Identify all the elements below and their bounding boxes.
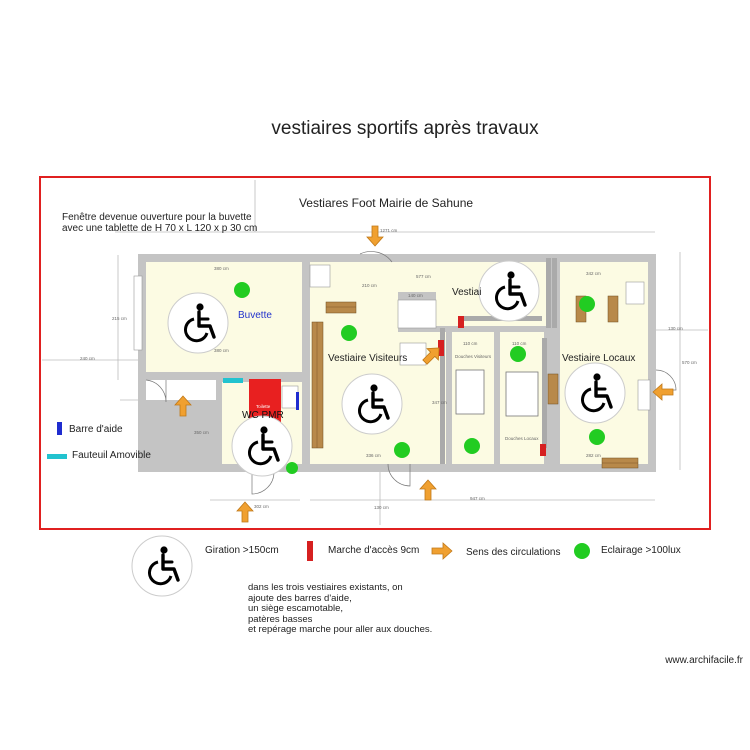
room-label-vestiaire-partial: Vestiai xyxy=(452,287,482,298)
dim-total-width: 1271 cm xyxy=(380,228,398,233)
step-markers xyxy=(438,316,546,456)
dim-locaux-top: 342 cm xyxy=(586,271,601,276)
lights xyxy=(234,282,605,474)
dim-douche-1: 110 cm xyxy=(463,341,478,346)
footer-credit: www.archifacile.fr xyxy=(665,655,743,666)
dim-small-2: 140 cm xyxy=(408,293,423,298)
wheelchair-icon xyxy=(166,291,230,355)
legend-giration-label: Giration >150cm xyxy=(205,545,279,556)
wheelchair-icon xyxy=(340,372,404,436)
arrow-icon xyxy=(419,479,437,501)
dim-right-height: 570 cm xyxy=(682,360,697,365)
room-label-visiteurs: Vestiaire Visiteurs xyxy=(328,353,408,364)
dim-left-height: 215 cm xyxy=(112,316,127,321)
room-label-locaux: Vestiaire Locaux xyxy=(562,353,636,364)
page-title: vestiaires sportifs après travaux xyxy=(271,118,539,139)
legend-light-swatch xyxy=(574,543,590,559)
dim-buvette-bottom: 380 cm xyxy=(214,348,229,353)
room-label-douche-locaux: Douches Locaux xyxy=(505,436,539,441)
room-label-wc: WC PMR xyxy=(242,410,284,421)
legend-arrow-label: Sens des circulations xyxy=(466,547,561,558)
site-border xyxy=(39,176,711,530)
arrow-icon xyxy=(236,501,254,523)
dim-locaux-bottom: 282 cm xyxy=(586,453,601,458)
legend-fauteuil-swatch xyxy=(47,454,67,459)
legend-step-swatch xyxy=(307,541,313,561)
legend-barre-swatch xyxy=(57,422,62,435)
window-note: Fenêtre devenue ouverture pour la buvett… xyxy=(62,212,258,234)
legend-barre-label: Barre d'aide xyxy=(69,424,123,435)
wheelchair-icon xyxy=(130,534,194,598)
legend-fauteuil-label: Fauteuil Amovible xyxy=(72,450,151,461)
dim-visiteurs-top: 577 cm xyxy=(416,274,431,279)
dim-buvette-top: 380 cm xyxy=(214,266,229,271)
dim-douche-2: 110 cm xyxy=(512,341,527,346)
bottom-note: dans les trois vestiaires existants, on … xyxy=(248,582,433,635)
dim-small-1: 210 cm xyxy=(362,283,377,288)
dim-v-2: 350 cm xyxy=(194,430,209,435)
legend-step-label: Marche d'accès 9cm xyxy=(328,545,420,556)
dim-v-3: 130 cm xyxy=(374,505,389,510)
wheelchair-icon xyxy=(563,361,627,425)
wheelchair-icon xyxy=(230,414,294,478)
legend-light-label: Eclairage >100lux xyxy=(601,545,681,556)
plan-title: Vestiares Foot Mairie de Sahune xyxy=(298,196,474,210)
room-label-douche-visiteurs: Douches Visiteurs xyxy=(455,354,492,359)
dim-v-1: 347 cm xyxy=(432,400,447,405)
dim-visiteurs-bottom: 336 cm xyxy=(366,453,381,458)
dim-right-ext: 130 cm xyxy=(668,326,683,331)
dim-width-bottom: 947 cm xyxy=(470,496,485,501)
wc-sign-text: Toilette xyxy=(256,404,271,409)
wheelchair-icon xyxy=(477,259,541,323)
dim-left-ext: 240 cm xyxy=(80,356,95,361)
room-label-buvette: Buvette xyxy=(238,310,272,321)
arrow-icon xyxy=(431,542,453,560)
dim-wc-width: 302 cm xyxy=(254,504,269,509)
